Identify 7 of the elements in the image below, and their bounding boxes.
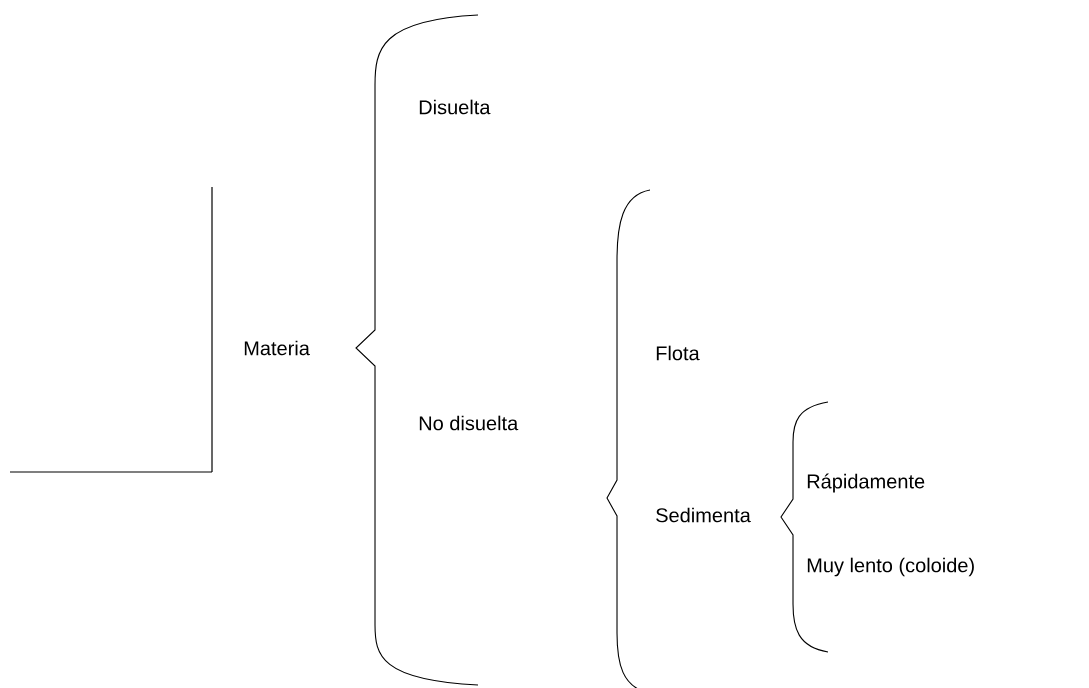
tree-label: Muy lento (coloide) <box>807 557 974 577</box>
tree-label: Materia <box>244 340 310 356</box>
tree-label: Rápidamente <box>807 473 925 493</box>
tree-label: Disuelta <box>419 99 491 115</box>
tree-label: Sedimenta <box>656 507 751 523</box>
tree-label: Flota <box>656 345 700 361</box>
tree-label: No disuelta <box>419 415 519 431</box>
